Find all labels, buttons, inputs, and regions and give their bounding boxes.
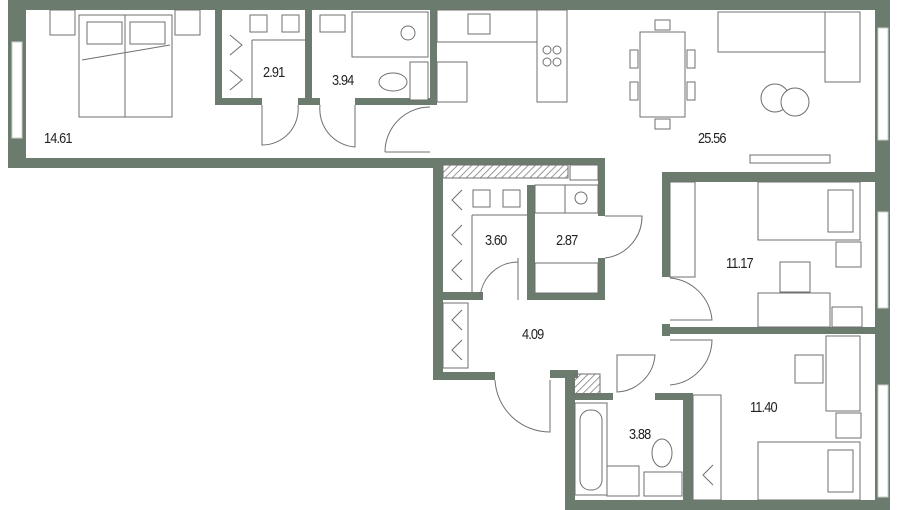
room-area-label: 3.60 — [485, 232, 507, 249]
room-area-label: 3.94 — [332, 72, 354, 89]
doors — [261, 104, 713, 433]
bathroom-fixtures — [319, 11, 429, 101]
shaft — [572, 373, 601, 396]
wardrobe-2-fixtures — [442, 164, 599, 369]
room-area-label: 25.56 — [698, 130, 727, 147]
room-area-label: 2.87 — [556, 232, 578, 249]
room-area-label: 14.61 — [44, 130, 73, 147]
room-area-label: 3.88 — [629, 426, 651, 443]
room-area-label: 4.09 — [522, 326, 544, 343]
double-bed — [49, 9, 201, 118]
room-area-label: 2.91 — [263, 64, 285, 81]
room-area-label: 11.17 — [726, 255, 754, 272]
dining-table — [629, 19, 696, 130]
windows — [11, 27, 889, 498]
kitchen-units — [436, 9, 568, 103]
room-area-label: 11.40 — [750, 399, 778, 416]
wardrobe-hangers — [229, 14, 305, 98]
shaft — [442, 164, 569, 179]
bedroom-2-furniture — [669, 181, 863, 328]
sofa — [717, 11, 861, 164]
bathroom-2-fixtures — [574, 402, 683, 497]
bedroom-3-furniture — [692, 335, 862, 501]
